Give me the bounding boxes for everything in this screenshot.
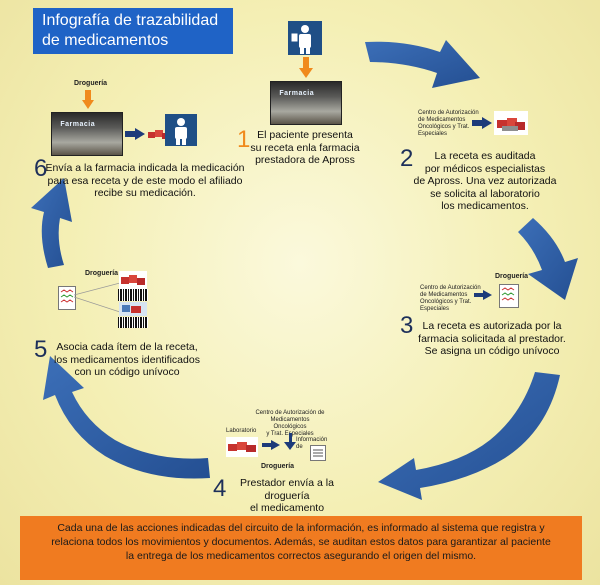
step-4-number: 4 — [213, 475, 227, 502]
step-5-line: Asocia cada ítem de la receta, — [56, 341, 198, 353]
step-3-text: La receta es autorizada por la farmacia … — [412, 320, 572, 358]
step-4-line: el medicamento — [249, 502, 325, 514]
centro-line: de Medicamentos — [420, 292, 468, 298]
pharmacy-photo: Farmacia — [51, 112, 123, 156]
drogueria-label: Droguería — [495, 273, 529, 280]
arrow-2-to-3 — [518, 218, 578, 300]
footer-note: Cada una de las acciones indicadas del c… — [20, 516, 582, 580]
footer-line: relaciona todos los movimientos y docume… — [51, 536, 551, 548]
medicine-boxes — [226, 437, 258, 457]
step-6-line: recibe su medicación. — [94, 187, 196, 199]
footer-line: Cada una de las acciones indicadas del c… — [57, 522, 545, 534]
step-2-number: 2 — [400, 145, 414, 172]
arrow-icon — [125, 128, 145, 140]
title-line-2: de medicamentos — [42, 32, 169, 49]
step-1-line: prestadora de Apross — [255, 154, 355, 166]
step-3-line: La receta es autorizada por la — [422, 320, 562, 332]
centro-line: Oncológicos y Trat. — [420, 299, 472, 305]
centro-line: de Medicamentos — [418, 117, 466, 123]
informacion-line: Información — [296, 437, 328, 443]
arrow-5-to-6 — [31, 178, 72, 268]
pharmacy-sign: Farmacia — [60, 120, 96, 128]
step-1-line: El paciente presenta — [257, 129, 353, 141]
footer-line: la entrega de los medicamentos correctos… — [125, 550, 477, 562]
medicine-boxes — [119, 271, 147, 289]
step-5-line: con un código unívoco — [74, 366, 180, 378]
step-3-line: Se asigna un código unívoco — [424, 345, 560, 357]
drogueria-label: Droguería — [85, 270, 119, 277]
document-icon — [499, 284, 519, 308]
step-2-line: La receta es auditada — [434, 150, 536, 162]
medicine-boxes — [119, 302, 147, 316]
medicine-boxes — [494, 111, 528, 135]
arrow-1-to-2 — [365, 40, 480, 88]
step-4-text: Prestador envía a la droguería el medica… — [222, 477, 352, 515]
centro-label: Centro de Autorización de Medicamentos O… — [418, 110, 479, 138]
centro-line: Especiales — [418, 131, 448, 137]
step-2-line: de Apross. Una vez autorizada — [413, 175, 557, 187]
barcode-icon — [118, 289, 148, 301]
step-2-line: por médicos especialistas — [424, 162, 546, 175]
step-2-text: La receta es auditada por médicos especi… — [405, 150, 565, 213]
drogueria-label: Droguería — [74, 80, 108, 87]
person-icon — [165, 114, 197, 146]
arrow-icon — [262, 440, 280, 450]
arrow-3-to-4 — [378, 372, 560, 500]
page-title: Infografía de trazabilidad de medicament… — [33, 8, 233, 54]
step-2-line: se solicita al laboratorio — [430, 187, 540, 200]
centro-line: Centro de Autorización de — [255, 410, 325, 416]
pharmacy-sign: Farmacia — [279, 89, 315, 97]
informacion-label: Información de — [296, 437, 327, 451]
step-1-line: su receta enla farmacia — [250, 141, 360, 154]
step-3-number: 3 — [400, 312, 414, 339]
link-lines — [74, 282, 120, 313]
step-5-line: los medicamentos identificados — [54, 353, 200, 366]
document-icon — [310, 445, 326, 461]
step-6-line: para esa receta y de este modo el afilia… — [47, 174, 243, 187]
step-1-number: 1 — [237, 126, 251, 153]
step-5-text: Asocia cada ítem de la receta, los medic… — [47, 341, 207, 379]
arrow-icon — [82, 90, 94, 109]
centro-line: Oncológicos y Trat. — [418, 124, 470, 130]
arrow-icon — [299, 57, 313, 78]
step-2-line: los medicamentos. — [441, 200, 529, 212]
person-icon — [288, 21, 322, 55]
arrow-icon — [472, 117, 492, 129]
step-1-text: El paciente presenta su receta enla farm… — [245, 129, 365, 167]
step-3-line: farmacia solicitada al prestador. — [418, 332, 566, 345]
step-4-line: Prestador envía a la droguería — [240, 477, 334, 502]
informacion-line: de — [296, 444, 303, 450]
centro-line: Medicamentos Oncológicos — [270, 417, 310, 430]
centro-line: Centro de Autorización — [418, 110, 479, 116]
step-6-number: 6 — [34, 155, 48, 182]
step-5-number: 5 — [34, 336, 48, 363]
centro-line: Centro de Autorización — [420, 285, 481, 291]
step-6-line: Envía a la farmacia indicada la medicaci… — [45, 162, 245, 174]
laboratorio-label: Laboratorio — [226, 428, 257, 434]
barcode-icon — [118, 317, 148, 328]
title-line-1: Infografía de trazabilidad — [42, 12, 219, 29]
centro-label: Centro de Autorización de Medicamentos O… — [420, 285, 481, 313]
arrow-icon — [474, 290, 492, 300]
pharmacy-photo: Farmacia — [270, 81, 342, 125]
step-6-text: Envía a la farmacia indicada la medicaci… — [45, 162, 245, 200]
drogueria-label: Droguería — [261, 463, 295, 470]
arrow-icon — [284, 433, 296, 450]
centro-line: Especiales — [420, 306, 450, 312]
arrow-4-to-5 — [43, 356, 210, 479]
document-icon — [58, 286, 76, 310]
